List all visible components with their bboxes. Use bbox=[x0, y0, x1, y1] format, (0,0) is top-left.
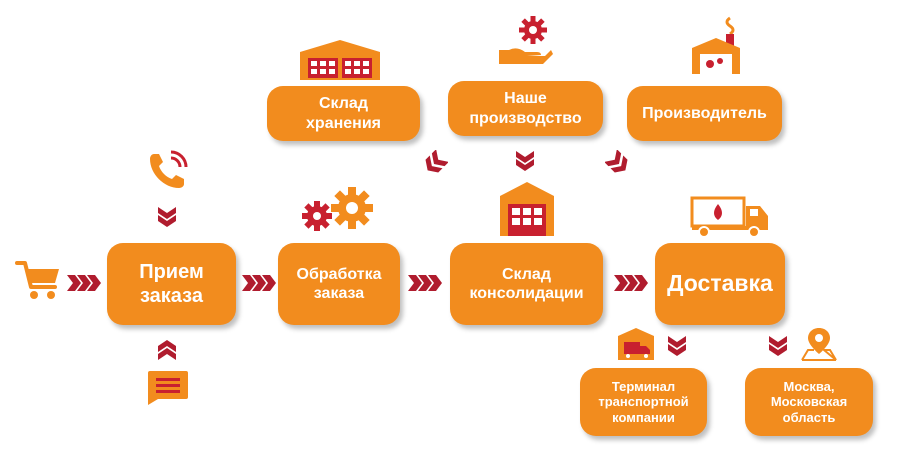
node-label: Москва, Московская область bbox=[770, 378, 848, 425]
node-label: Терминал транспортной компании bbox=[598, 378, 689, 425]
node-label: Склад консолидации bbox=[469, 265, 584, 302]
arrow-down-icon bbox=[516, 151, 534, 171]
terminal-icon bbox=[618, 328, 654, 360]
cart-icon bbox=[15, 261, 59, 299]
arrow-right-icon bbox=[408, 275, 442, 291]
arrow-right-icon bbox=[242, 275, 276, 291]
truck-icon bbox=[690, 196, 768, 238]
warehouse-icon bbox=[500, 182, 554, 236]
hand-gear-icon bbox=[499, 16, 553, 64]
node-label: Наше производство bbox=[469, 90, 582, 127]
arrow-down-icon bbox=[769, 336, 787, 356]
arrow-down-icon bbox=[158, 207, 176, 227]
node-moskva: Москва, Московская область bbox=[745, 368, 873, 436]
node-proizvoditel: Производитель bbox=[627, 86, 782, 141]
arrow-diagonal-down-left-icon bbox=[605, 150, 628, 173]
node-nashe-proizvodstvo: Наше производство bbox=[448, 81, 603, 136]
node-sklad-hraneniya: Склад хранения bbox=[267, 86, 420, 141]
arrow-down-icon bbox=[668, 336, 686, 356]
node-label: Обработка заказа bbox=[296, 265, 382, 302]
factory-icon bbox=[692, 16, 740, 74]
node-priem-zakaza: Прием заказа bbox=[107, 243, 236, 325]
location-pin-icon bbox=[801, 328, 837, 361]
gears-icon bbox=[302, 187, 373, 231]
arrow-diagonal-down-right-icon bbox=[425, 150, 448, 173]
arrow-right-icon bbox=[67, 275, 101, 291]
node-label: Доставка bbox=[667, 270, 773, 297]
node-label: Производитель bbox=[642, 104, 767, 122]
arrow-up-icon bbox=[158, 340, 176, 360]
node-sklad-konsolidacii: Склад консолидации bbox=[450, 243, 603, 325]
chat-icon bbox=[148, 371, 188, 405]
node-terminal: Терминал транспортной компании bbox=[580, 368, 707, 436]
node-obrabotka-zakaza: Обработка заказа bbox=[278, 243, 400, 325]
arrow-right-icon bbox=[614, 275, 648, 291]
node-dostavka: Доставка bbox=[655, 243, 785, 325]
phone-icon bbox=[150, 150, 188, 188]
node-label: Прием заказа bbox=[139, 261, 204, 307]
warehouse-icon bbox=[300, 40, 380, 80]
node-label: Склад хранения bbox=[306, 95, 381, 132]
